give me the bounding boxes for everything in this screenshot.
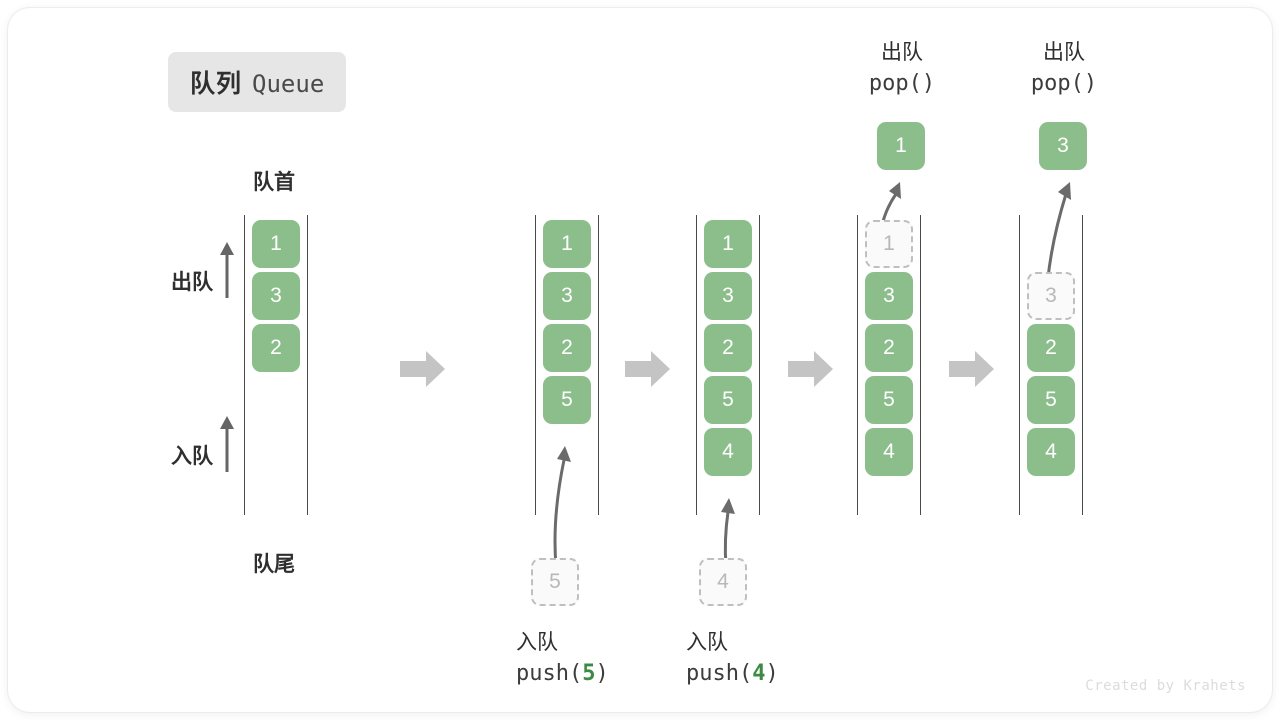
queue-cell: 2 xyxy=(865,324,913,372)
queue-rail-3: 1 3 2 5 4 xyxy=(696,215,760,515)
queue-cell: 3 xyxy=(252,272,300,320)
push-4-ghost-cell: 4 xyxy=(699,558,747,606)
queue-cell: 3 xyxy=(865,272,913,320)
queue-cell: 3 xyxy=(543,272,591,320)
enqueue-arrow-icon xyxy=(218,414,236,474)
push-5-caption: 入队 push(5) xyxy=(516,628,706,689)
queue-cell: 2 xyxy=(252,324,300,372)
queue-cell: 4 xyxy=(704,428,752,476)
popped-value-1: 1 xyxy=(877,122,925,170)
step-arrow-icon xyxy=(788,349,834,389)
queue-tail-label: 队尾 xyxy=(253,553,295,576)
queue-cell: 1 xyxy=(543,220,591,268)
push-4-code: push(4) xyxy=(686,660,779,686)
popped-value-3: 3 xyxy=(1039,122,1087,170)
queue-rail-5: 3 2 5 4 xyxy=(1019,215,1083,515)
push-5-label: 入队 xyxy=(516,631,558,654)
queue-cell: 1 xyxy=(252,220,300,268)
step-arrow-icon xyxy=(949,349,995,389)
step-arrow-icon xyxy=(625,349,671,389)
pop-3-label: 出队 xyxy=(1043,41,1085,64)
dequeue-side-label: 出队 xyxy=(171,271,213,294)
queue-cell: 2 xyxy=(543,324,591,372)
queue-cell: 5 xyxy=(865,376,913,424)
queue-cell: 4 xyxy=(865,428,913,476)
queue-cell: 2 xyxy=(704,324,752,372)
pop-1-label: 出队 xyxy=(881,41,923,64)
title-badge: 队列 Queue xyxy=(168,52,347,112)
queue-rail-4: 1 3 2 5 4 xyxy=(857,215,921,515)
queue-cell-ghost: 1 xyxy=(865,220,913,268)
enqueue-side-label: 入队 xyxy=(171,445,213,468)
push-5-ghost-cell: 5 xyxy=(531,558,579,606)
pop-3-code: pop() xyxy=(1030,70,1098,96)
queue-cell: 5 xyxy=(704,376,752,424)
pop-1-caption: 出队 pop() xyxy=(812,38,992,99)
credit-text: Created by Krahets xyxy=(1085,678,1246,694)
pop-1-code: pop() xyxy=(868,70,936,96)
dequeue-arrow-icon xyxy=(218,240,236,300)
queue-rail-2: 1 3 2 5 xyxy=(535,215,599,515)
push-4-arrow-icon xyxy=(702,490,762,568)
queue-rail-1: 1 3 2 xyxy=(244,215,308,515)
title-english: Queue xyxy=(252,70,325,98)
queue-cell: 2 xyxy=(1027,324,1075,372)
queue-cell: 5 xyxy=(543,376,591,424)
queue-cell-ghost: 3 xyxy=(1027,272,1075,320)
queue-cell: 3 xyxy=(704,272,752,320)
push-5-arrow-icon xyxy=(528,438,588,568)
title-chinese: 队列 xyxy=(190,70,243,98)
push-4-caption: 入队 push(4) xyxy=(686,628,876,689)
step-arrow-icon xyxy=(400,349,446,389)
push-4-label: 入队 xyxy=(686,631,728,654)
queue-cell: 5 xyxy=(1027,376,1075,424)
pop-3-caption: 出队 pop() xyxy=(974,38,1154,99)
queue-cell: 1 xyxy=(704,220,752,268)
push-5-code: push(5) xyxy=(516,660,609,686)
queue-head-label: 队首 xyxy=(253,171,295,194)
queue-cell: 4 xyxy=(1027,428,1075,476)
diagram-card: 队列 Queue 队首 出队 入队 1 3 2 队尾 1 3 2 5 xyxy=(8,8,1272,712)
